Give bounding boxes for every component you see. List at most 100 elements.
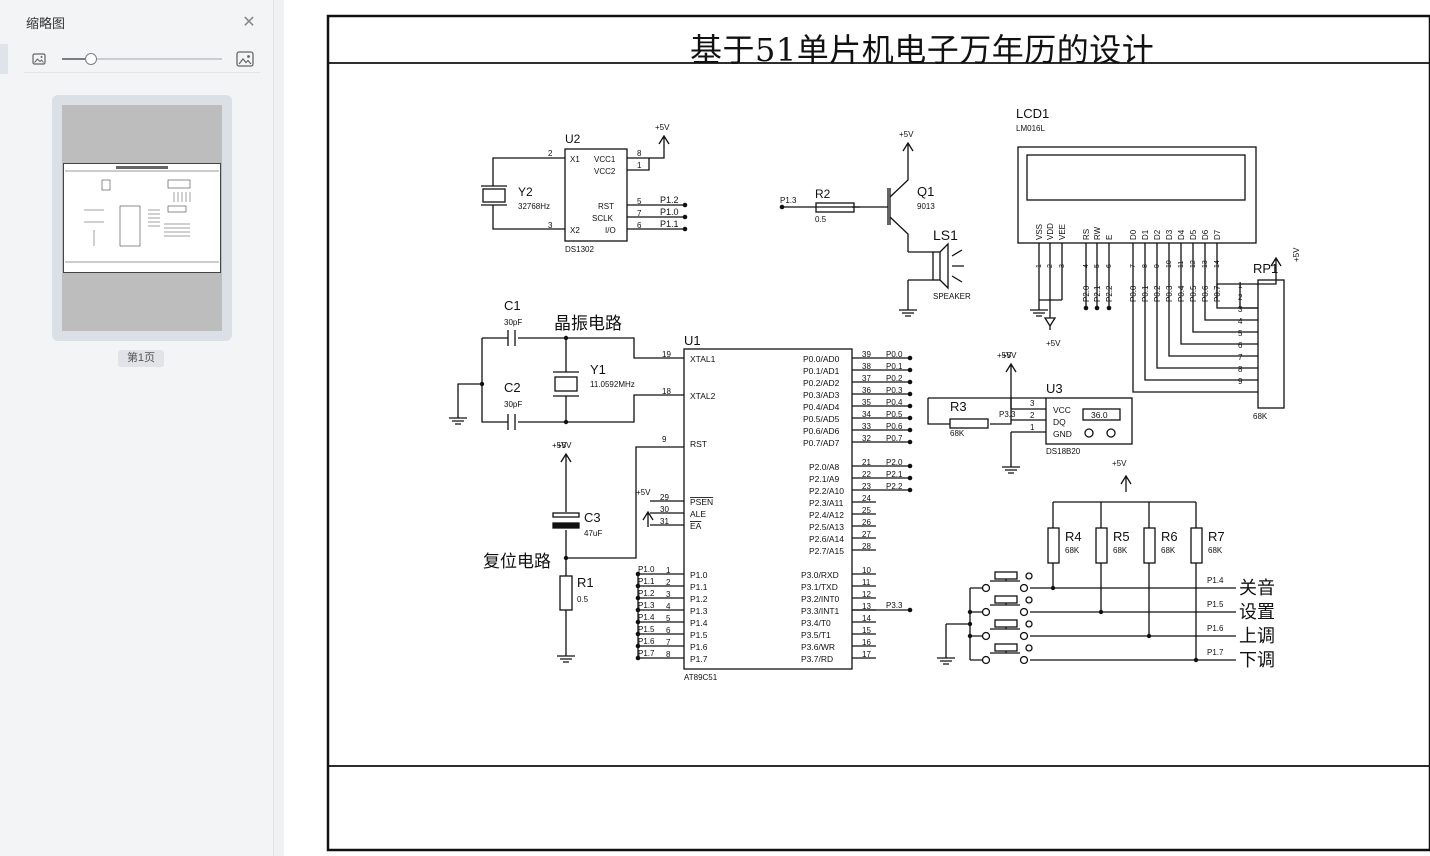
schematic-label: P1.1	[660, 219, 679, 229]
schematic-label: X2	[570, 226, 580, 235]
rp1-pin-number: 3	[1238, 305, 1243, 314]
key-contact	[981, 583, 991, 593]
lcd-net-label: P0.6	[1201, 285, 1210, 302]
ground-symbol	[899, 300, 917, 317]
u1-pin-number: 19	[662, 350, 671, 359]
u1-pin-number: 26	[862, 518, 871, 527]
ds18b20-chip	[1045, 397, 1133, 445]
u1-pin-label: P2.6/A14	[809, 534, 844, 544]
zoom-slider-handle[interactable]	[84, 53, 97, 65]
u1-pin-label: P1.1	[690, 582, 708, 592]
schematic-label: 68K	[1208, 546, 1223, 555]
ground-symbol	[937, 648, 955, 665]
zoom-slider[interactable]	[62, 53, 222, 65]
wire	[1132, 300, 1258, 393]
key-actuator	[990, 627, 1020, 630]
schematic-label: X1	[570, 155, 580, 164]
u1-pin-number: 9	[662, 435, 667, 444]
pullup-reference: R6	[1161, 529, 1178, 544]
u1-pin-label: P3.6/WR	[801, 642, 835, 652]
power-label: +5V	[1292, 247, 1301, 262]
wire	[1052, 501, 1197, 528]
rp1-pin-number: 9	[1238, 377, 1243, 386]
u1-pin-number: 17	[862, 650, 871, 659]
lcd-pin-label: D6	[1201, 229, 1210, 240]
rp1-pin-number: 4	[1238, 317, 1243, 326]
u1-pin-number: 37	[862, 374, 871, 383]
schematic-label: 0.5	[577, 595, 589, 604]
page-thumbnail[interactable]	[62, 105, 222, 331]
u1-pin-number: 30	[660, 505, 669, 514]
zoom-slider-fill	[62, 58, 91, 60]
junction-dot	[967, 609, 973, 615]
drawing-frame	[326, 14, 1430, 852]
up-button-icon	[1106, 428, 1116, 438]
u1-net-label: P2.2	[886, 482, 903, 491]
r2-resistor	[815, 202, 855, 213]
schematic-label: 2	[1030, 411, 1035, 420]
u1-pin-label: EA	[690, 521, 702, 531]
u1-pin-label: P1.0	[690, 570, 708, 580]
u1-pin-number: 21	[862, 458, 871, 467]
schematic-label: P1.0	[660, 207, 679, 217]
u1-pin-number: 12	[862, 590, 871, 599]
schematic-label: 68K	[1113, 546, 1128, 555]
u3-temperature-display	[1082, 408, 1121, 421]
u1-pin-number: 13	[862, 602, 871, 611]
u1-pin-number: 25	[862, 506, 871, 515]
u1-pin-number: 28	[862, 542, 871, 551]
pullup-reference: R7	[1208, 529, 1225, 544]
power-arrow-symbol	[560, 452, 572, 468]
ls1-reference: LS1	[933, 227, 958, 243]
u1-pin-label: P1.6	[690, 642, 708, 652]
key-lock-icon	[1025, 572, 1033, 580]
crystal-circuit-label: 晶振电路	[554, 314, 622, 334]
lcd-reference: LCD1	[1016, 106, 1049, 121]
u1-pin-number: 22	[862, 470, 871, 479]
rp1-resistor-pack	[1257, 279, 1285, 409]
junction-dot	[1146, 633, 1152, 639]
pin-terminal-dot	[682, 226, 688, 232]
key-net-label: P1.5	[1207, 600, 1224, 609]
key-actuator	[990, 651, 1020, 654]
u1-pin-number: 39	[862, 350, 871, 359]
pullup-reference: R5	[1113, 529, 1130, 544]
key-contact	[1019, 631, 1029, 641]
pin-terminal-dot	[635, 583, 641, 589]
image-large-icon[interactable]	[235, 49, 255, 69]
lcd-pin-number: 14	[1214, 260, 1221, 268]
schematic-label: 32768Hz	[518, 202, 550, 211]
u1-reference: U1	[684, 333, 701, 348]
pin-terminal-dot	[907, 607, 913, 613]
wire	[481, 337, 684, 423]
schematic-label: P1.3	[780, 196, 797, 205]
lcd-pin-number: 4	[1083, 264, 1090, 268]
q1-transistor	[889, 157, 909, 252]
image-small-icon[interactable]	[31, 51, 47, 67]
key-button	[994, 571, 1018, 580]
pin-terminal-dot	[907, 403, 913, 409]
lcd-net-label: P2.2	[1105, 285, 1114, 302]
pin-terminal-dot	[682, 214, 688, 220]
schematic-label: +5V	[997, 351, 1012, 360]
sidebar-tab-indicator[interactable]	[0, 44, 8, 74]
schematic-label: DQ	[1053, 417, 1066, 427]
y1-reference: Y1	[590, 362, 606, 377]
close-icon[interactable]: ✕	[242, 14, 256, 31]
pin-terminal-dot	[907, 487, 913, 493]
u2-part: DS1302	[565, 245, 594, 254]
schematic-label: SPEAKER	[933, 292, 971, 301]
u1-pin-label: P2.4/A12	[809, 510, 844, 520]
key-net-label: P1.7	[1207, 648, 1224, 657]
lcd-pin-label: D5	[1189, 229, 1198, 240]
page-number-label: 第1页	[118, 350, 164, 367]
u1-net-label: P1.2	[638, 589, 655, 598]
lcd-pin-number: 13	[1202, 260, 1209, 268]
u1-pin-number: 11	[862, 578, 871, 587]
u2-reference: U2	[565, 132, 581, 146]
lcd-vee-arrow	[1043, 317, 1057, 330]
u3-temperature-value: 36.0	[1091, 410, 1108, 420]
pin-terminal-dot	[1094, 305, 1100, 311]
lcd-pin-number: 7	[1130, 264, 1137, 268]
key-actuator	[990, 603, 1020, 606]
